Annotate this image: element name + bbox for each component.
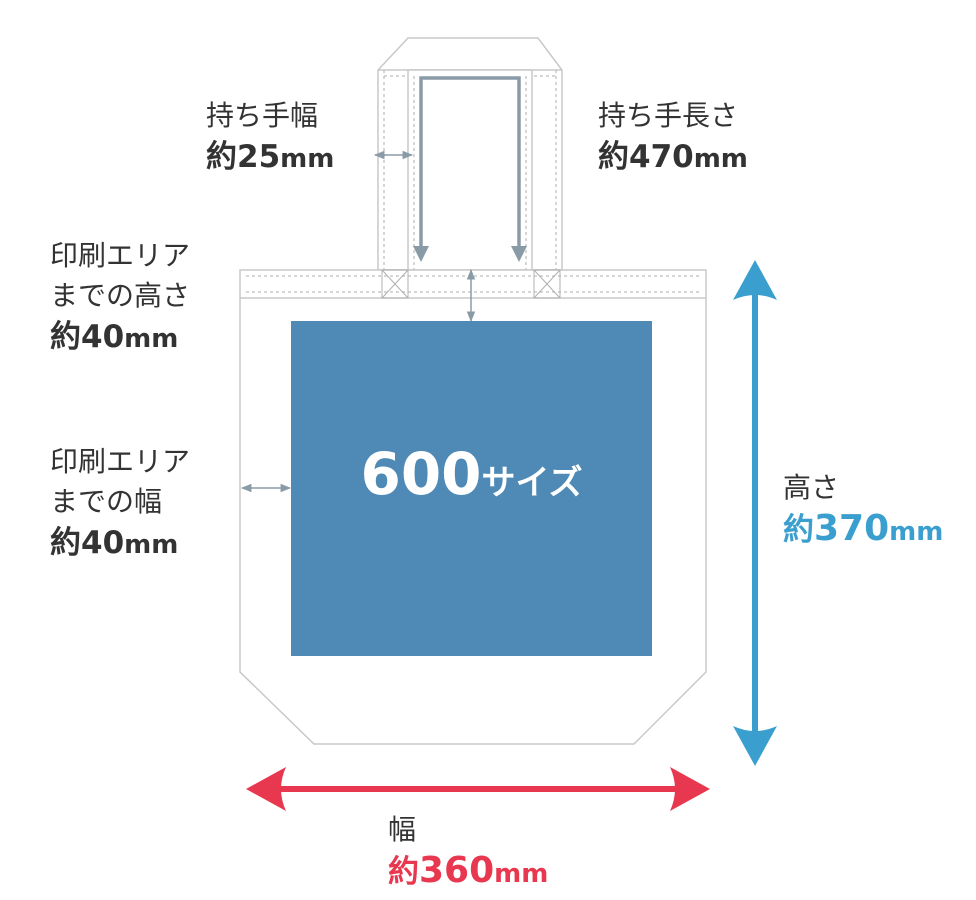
handle-length-label: 持ち手長さ 約470mm: [598, 96, 748, 180]
handle-stitch-right: [533, 269, 561, 299]
handle-stitch-left: [381, 269, 409, 299]
print-top-margin-title-line1: 印刷エリア: [50, 239, 191, 272]
bag-height-arrow: [733, 260, 777, 766]
bag-height-label: 高さ 約370mm: [783, 468, 943, 553]
print-side-margin-label: 印刷エリア までの幅 約40mm: [50, 442, 190, 566]
print-top-margin-value: 約40mm: [50, 319, 179, 355]
handle-length-value: 約470mm: [598, 139, 748, 175]
print-area-size-suffix: サイズ: [481, 463, 583, 503]
handle-width-label: 持ち手幅 約25mm: [206, 96, 334, 180]
handle-width-value: 約25mm: [206, 139, 335, 175]
bag-height-value: 約370mm: [783, 508, 944, 549]
handle-length-arrow: [413, 76, 527, 262]
print-area-size-number: 600: [360, 440, 482, 508]
print-area-label: 600サイズ: [291, 440, 652, 508]
bag-width-title: 幅: [388, 813, 417, 846]
bag-width-value: 約360mm: [388, 850, 549, 891]
print-area: [291, 321, 652, 656]
handle-length-title: 持ち手長さ: [598, 99, 739, 132]
print-side-margin-title-line2: までの幅: [50, 485, 163, 518]
bag-height-title: 高さ: [783, 471, 840, 504]
bag-width-label: 幅 約360mm: [388, 810, 548, 895]
handle-outline: [377, 37, 563, 271]
bag-width-arrow: [246, 767, 710, 811]
print-top-margin-label: 印刷エリア までの高さ 約40mm: [50, 236, 190, 360]
print-side-margin-value: 約40mm: [50, 525, 179, 561]
print-top-margin-title-line2: までの高さ: [50, 279, 191, 312]
print-side-margin-title-line1: 印刷エリア: [50, 445, 191, 478]
handle-width-title: 持ち手幅: [206, 99, 319, 132]
